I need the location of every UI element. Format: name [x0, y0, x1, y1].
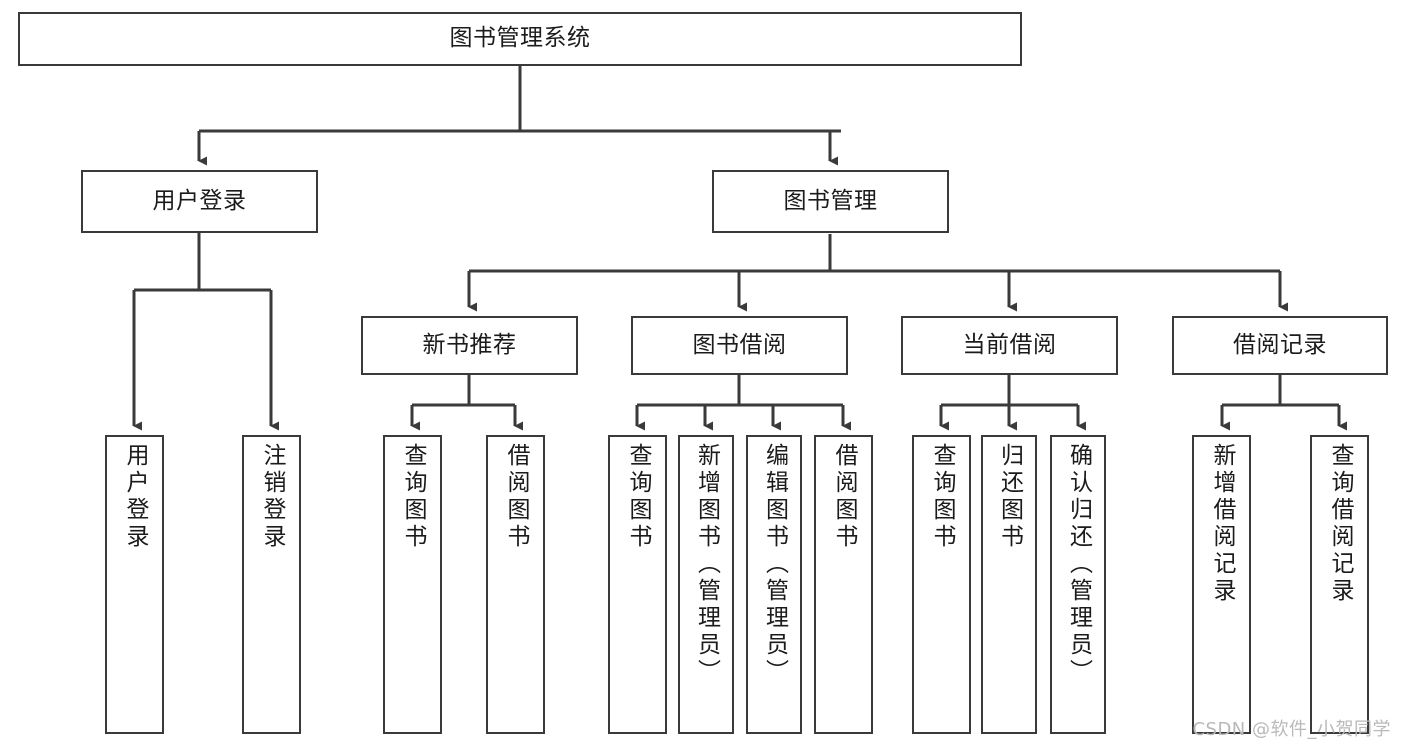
node-leaf-edit-book-admin[interactable]: 编辑图书（管理员）: [746, 435, 802, 734]
node-label: 编辑图书（管理员）: [761, 443, 788, 686]
node-label: 用户登录: [152, 187, 247, 214]
node-label: 查询借阅记录: [1327, 443, 1353, 605]
node-label: 新增借阅记录: [1209, 443, 1235, 605]
node-label: 借阅记录: [1233, 331, 1327, 358]
node-book-management[interactable]: 图书管理: [712, 170, 949, 233]
node-new-book-recommend[interactable]: 新书推荐: [361, 316, 578, 375]
node-leaf-logout[interactable]: 注销登录: [242, 435, 301, 734]
node-user-login[interactable]: 用户登录: [81, 170, 318, 233]
node-leaf-confirm-return-admin[interactable]: 确认归还（管理员）: [1050, 435, 1106, 734]
node-label: 注销登录: [259, 443, 285, 551]
node-root-book-management-system[interactable]: 图书管理系统: [18, 12, 1022, 66]
node-leaf-query-book-current[interactable]: 查询图书: [912, 435, 971, 734]
node-label: 图书管理系统: [449, 25, 591, 52]
node-leaf-add-borrow-record[interactable]: 新增借阅记录: [1192, 435, 1251, 734]
node-label: 用户登录: [122, 443, 148, 551]
node-leaf-return-book[interactable]: 归还图书: [981, 435, 1037, 734]
node-label: 确认归还（管理员）: [1065, 443, 1092, 686]
node-leaf-query-borrow-record[interactable]: 查询借阅记录: [1310, 435, 1369, 734]
node-label: 图书借阅: [692, 331, 787, 358]
node-label: 当前借阅: [962, 331, 1057, 358]
node-leaf-query-book-recommend[interactable]: 查询图书: [383, 435, 442, 734]
node-leaf-query-book-borrow[interactable]: 查询图书: [608, 435, 667, 734]
node-book-borrow[interactable]: 图书借阅: [631, 316, 848, 375]
node-label: 新增图书（管理员）: [693, 443, 720, 686]
node-label: 图书管理: [783, 187, 878, 214]
node-leaf-borrow-book-recommend[interactable]: 借阅图书: [486, 435, 545, 734]
node-label: 查询图书: [929, 443, 955, 551]
csdn-watermark: CSDN @软件_小贺同学: [1192, 719, 1391, 740]
node-label: 归还图书: [996, 443, 1023, 551]
node-borrow-record[interactable]: 借阅记录: [1172, 316, 1388, 375]
node-label: 查询图书: [400, 443, 426, 551]
node-leaf-user-login[interactable]: 用户登录: [105, 435, 164, 734]
node-current-borrow[interactable]: 当前借阅: [901, 316, 1118, 375]
node-leaf-borrow-book[interactable]: 借阅图书: [814, 435, 873, 734]
node-label: 新书推荐: [422, 331, 517, 358]
node-label: 借阅图书: [503, 443, 529, 551]
node-label: 借阅图书: [831, 443, 857, 551]
node-leaf-add-book-admin[interactable]: 新增图书（管理员）: [678, 435, 734, 734]
node-label: 查询图书: [625, 443, 651, 551]
